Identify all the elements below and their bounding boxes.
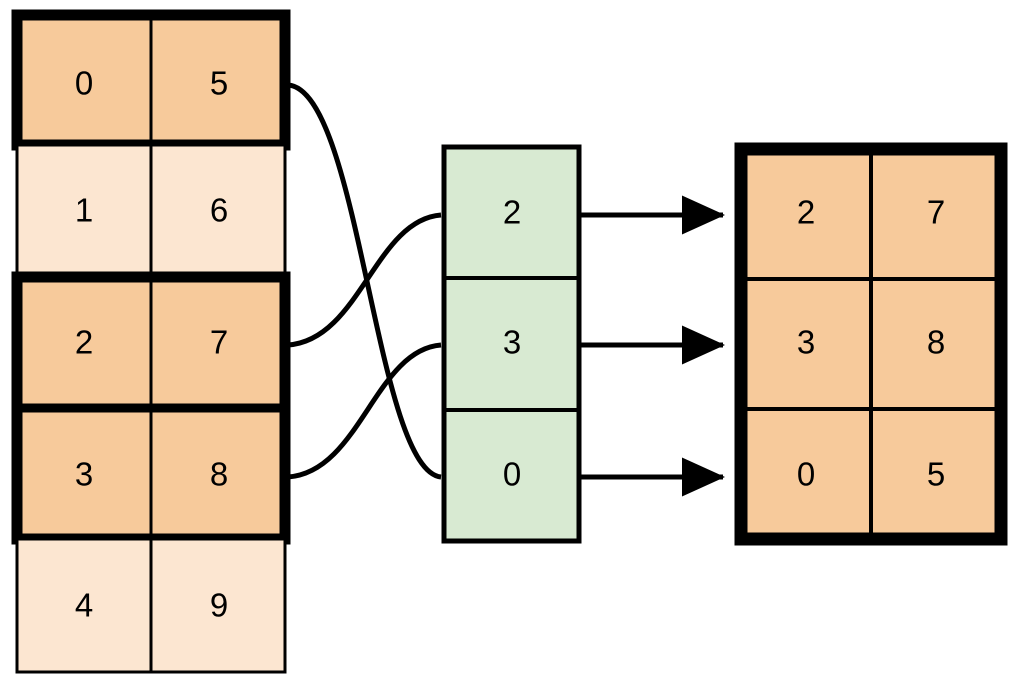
source-row-2[interactable]: 2 7 [15,275,287,410]
result-cell-2-0: 0 [797,456,815,493]
source-cell-0-0: 0 [75,65,93,102]
index-cell-0-label: 2 [503,194,521,231]
source-cell-4-1: 9 [210,587,228,624]
result-cell-2-1: 5 [927,456,945,493]
index-cell-2-label: 0 [503,456,521,493]
source-cell-3-1: 8 [210,456,228,493]
connector-curves [287,82,442,480]
result-row-1[interactable]: 3 8 [797,324,945,361]
source-cell-2-1: 7 [210,324,228,361]
index-cell-1-label: 3 [503,324,521,361]
result-arrows [579,195,726,497]
result-array-outline [734,142,1008,546]
source-row-3[interactable]: 3 8 [15,406,287,541]
result-cell-0-1: 7 [927,194,945,231]
result-cell-1-1: 8 [927,324,945,361]
result-row-2[interactable]: 0 5 [797,456,945,493]
result-array: 2 7 3 8 0 5 [734,142,1008,546]
source-cell-0-1: 5 [210,65,228,102]
index-array-outline [441,144,582,544]
source-row-0[interactable]: 0 5 [11,9,291,151]
source-cell-4-0: 4 [75,587,93,624]
source-row-1[interactable]: 1 6 [15,143,287,279]
result-cell-1-0: 3 [797,324,815,361]
result-cell-0-0: 2 [797,194,815,231]
curve-source-row3-to-index-3 [287,342,442,480]
curve-source-row2-to-index-2 [287,212,442,348]
source-cell-1-0: 1 [75,192,93,229]
source-cell-2-0: 2 [75,324,93,361]
source-row-4[interactable]: 4 9 [15,537,287,674]
index-array: 2 3 0 [441,144,582,544]
source-cell-3-0: 3 [75,456,93,493]
source-array: 0 5 1 6 2 7 3 8 [11,9,291,674]
source-cell-1-1: 6 [210,192,228,229]
result-row-0[interactable]: 2 7 [797,194,945,231]
